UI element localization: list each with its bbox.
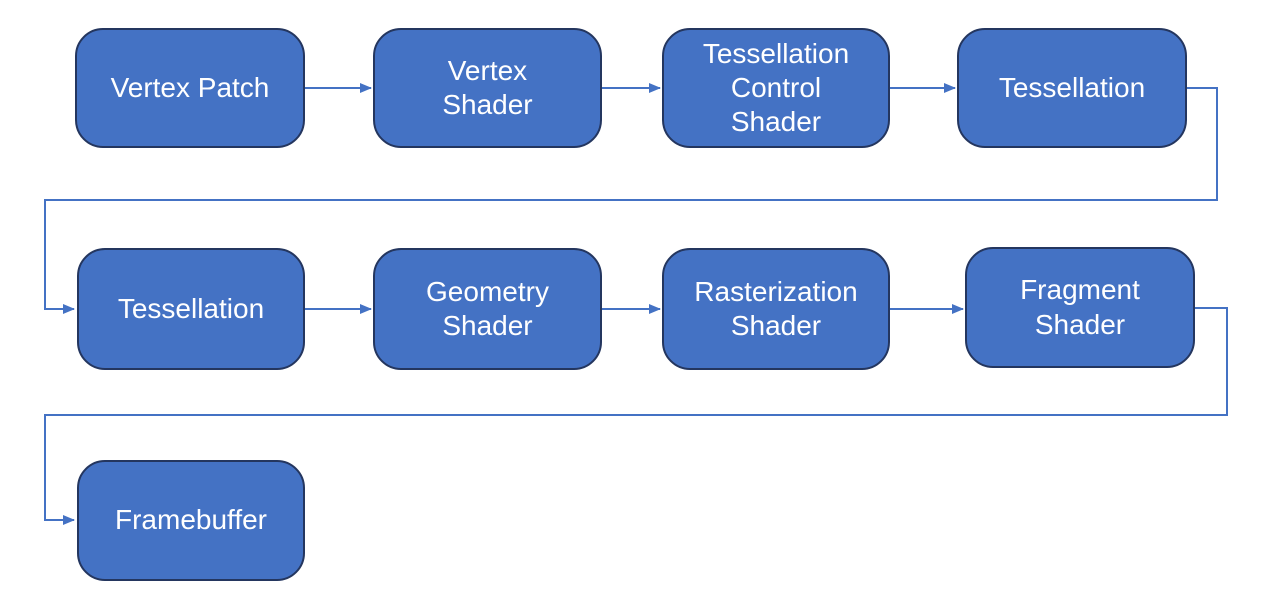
node-tessellation-2: Tessellation [77,248,305,370]
node-label: Rasterization Shader [694,275,858,341]
node-label: Tessellation [117,292,265,324]
node-vertex-patch: Vertex Patch [75,28,305,148]
node-vertex-shader: Vertex Shader [373,28,602,148]
node-label: Geometry Shader [426,275,549,341]
node-rasterization-shader: Rasterization Shader [662,248,890,370]
node-tessellation-control-shader: Tessellation Control Shader [662,28,890,148]
node-label: Tessellation [998,71,1146,103]
node-label: Vertex Shader [442,54,533,120]
node-tessellation-1: Tessellation [957,28,1187,148]
node-fragment-shader: Fragment Shader [965,247,1195,368]
node-label: Vertex Patch [110,71,270,103]
node-framebuffer: Framebuffer [77,460,305,581]
node-label: Fragment Shader [1020,274,1140,340]
node-geometry-shader: Geometry Shader [373,248,602,370]
node-label: Tessellation Control Shader [702,37,850,138]
node-label: Framebuffer [115,504,267,536]
